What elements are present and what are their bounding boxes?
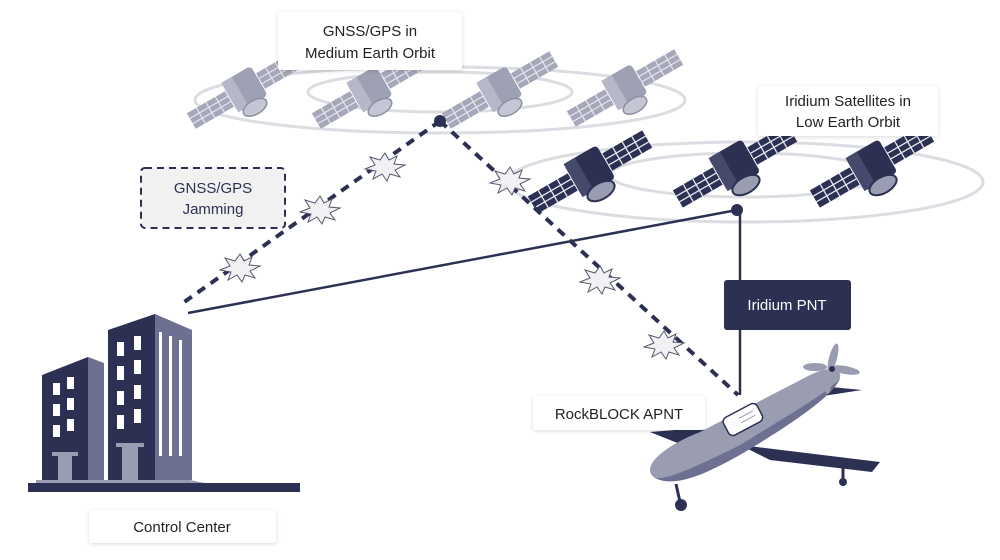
iridium-label-line1: Iridium Satellites in <box>785 93 911 110</box>
iridium-pnt-label: Iridium PNT <box>724 280 851 330</box>
gnss-label-line2: Medium Earth Orbit <box>305 45 436 62</box>
control-center-building-icon <box>28 314 300 492</box>
control-center-label: Control Center <box>89 510 276 543</box>
iridium-link-control <box>187 208 738 315</box>
meo-node <box>434 115 446 127</box>
jamming-burst-icon <box>299 195 341 225</box>
control-center-text: Control Center <box>133 519 231 536</box>
jamming-burst-icon <box>364 152 406 182</box>
iridium-satellite-icon <box>521 120 664 232</box>
jamming-burst-icon <box>643 330 685 360</box>
iridium-label-line2: Low Earth Orbit <box>796 114 901 131</box>
jamming-burst-icon <box>219 253 261 283</box>
rockblock-text: RockBLOCK APNT <box>555 406 683 423</box>
leo-node <box>731 204 743 216</box>
iridium-pnt-text: Iridium PNT <box>747 297 826 314</box>
rockblock-device-icon <box>722 402 764 437</box>
gnss-label-line1: GNSS/GPS in <box>323 23 417 40</box>
jamming-label-line1: GNSS/GPS <box>174 180 252 197</box>
rockblock-label: RockBLOCK APNT <box>533 396 705 430</box>
jamming-label-line2: Jamming <box>183 201 244 218</box>
jamming-burst-icon <box>579 265 621 295</box>
iridium-leo-label: Iridium Satellites in Low Earth Orbit <box>758 86 938 136</box>
jamming-label: GNSS/GPS Jamming <box>140 167 286 229</box>
gnss-meo-label: GNSS/GPS in Medium Earth Orbit <box>278 12 462 70</box>
meo-orbit-inner <box>306 70 574 114</box>
drone-aircraft-icon <box>650 343 880 511</box>
jamming-burst-icon <box>489 166 531 196</box>
gnss-jammed-link-drone <box>438 119 740 397</box>
gnss-jammed-link-control <box>178 119 442 307</box>
